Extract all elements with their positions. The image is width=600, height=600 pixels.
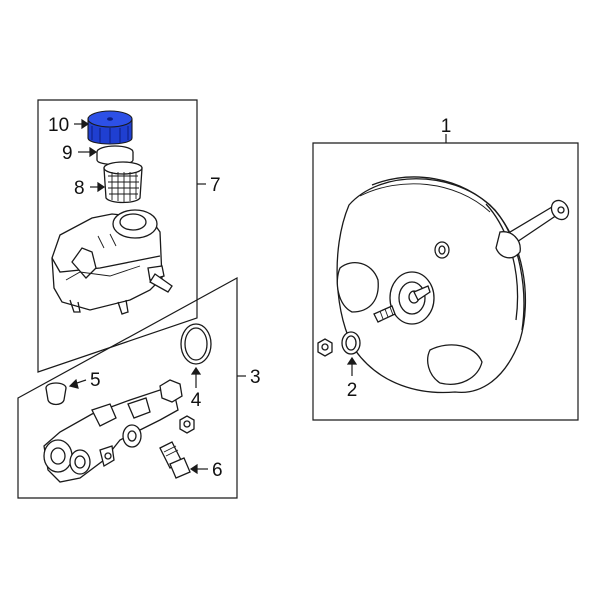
- fluid-reservoir: [51, 209, 173, 315]
- reservoir-cap: [87, 110, 133, 145]
- callout-2: 2: [347, 380, 358, 401]
- brake-booster-group-box: [312, 142, 579, 421]
- reservoir-group-box: [37, 99, 198, 373]
- callout-8: 8: [74, 178, 85, 199]
- brake-booster: [336, 176, 570, 394]
- callout-3: 3: [250, 367, 261, 388]
- callout-1: 1: [441, 116, 452, 137]
- master-cylinder: [43, 379, 183, 483]
- callout-9: 9: [62, 143, 73, 164]
- cylinder-o-ring: [180, 323, 212, 365]
- reservoir-grommet: [45, 382, 67, 406]
- booster-washer: [341, 331, 361, 355]
- cap-seal: [96, 145, 134, 166]
- pressure-sensor: [159, 441, 191, 479]
- reservoir-strainer: [103, 161, 143, 204]
- callout-10: 10: [48, 115, 69, 136]
- sensor-nut: [179, 415, 195, 434]
- master-cylinder-group-box: [17, 276, 238, 499]
- callout-5: 5: [90, 370, 101, 391]
- callout-7: 7: [210, 175, 221, 196]
- leader-lines: [68, 118, 447, 475]
- callout-4: 4: [191, 390, 202, 411]
- booster-nut: [317, 338, 333, 357]
- callout-6: 6: [212, 460, 223, 481]
